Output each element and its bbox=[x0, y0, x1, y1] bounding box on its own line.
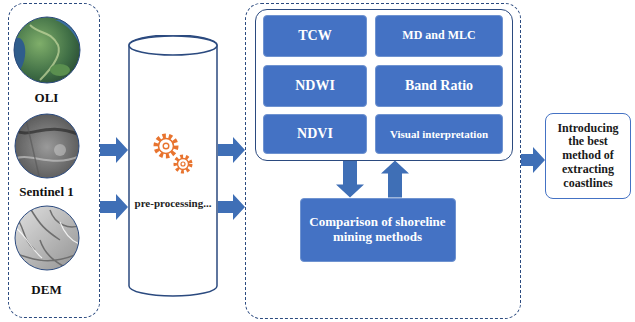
flow-arrow bbox=[381, 161, 409, 198]
gear-hub bbox=[181, 162, 185, 166]
node-label: pre-processing... bbox=[135, 197, 212, 210]
node-label: Visual interpretation bbox=[390, 128, 488, 141]
node-label: DEM bbox=[31, 283, 61, 298]
method-box: TCW bbox=[263, 15, 367, 57]
flow-arrow bbox=[100, 137, 128, 163]
node-label: Introducing the best method of extractin… bbox=[549, 122, 627, 191]
node-label: Band Ratio bbox=[405, 78, 473, 94]
comparison-box: Comparison of shoreline mining methods bbox=[300, 198, 456, 262]
result-box: Introducing the best method of extractin… bbox=[545, 113, 631, 199]
node-label: Sentinel 1 bbox=[19, 185, 74, 200]
gear-body bbox=[159, 139, 174, 154]
image-rim bbox=[14, 17, 80, 83]
preprocessing-cylinder: pre-processing... bbox=[128, 35, 218, 297]
sentinel-image bbox=[10, 110, 84, 184]
gear-teeth bbox=[156, 136, 176, 156]
gear-body bbox=[178, 159, 189, 170]
flow-arrow bbox=[100, 194, 128, 220]
node-label: MD and MLC bbox=[402, 29, 475, 43]
cylinder-top bbox=[129, 36, 217, 55]
node-label: OLI bbox=[35, 91, 59, 106]
methods-panel: TCW MD and MLC NDWI Band RatioNDVI Visual in… bbox=[255, 9, 513, 161]
node-label: TCW bbox=[298, 28, 331, 44]
methods-group: TCW MD and MLC NDWI Band RatioNDVI Visual in… bbox=[245, 3, 521, 319]
cylinder-outline bbox=[128, 35, 218, 297]
node-label: NDVI bbox=[297, 126, 333, 142]
oli-image bbox=[10, 14, 84, 88]
gear-teeth bbox=[176, 157, 191, 172]
image-source: Sentinel 1 bbox=[12, 112, 82, 202]
gear-hub bbox=[163, 143, 169, 149]
node-label: Comparison of shoreline mining methods bbox=[306, 215, 450, 245]
cylinder-body bbox=[129, 35, 217, 296]
method-box: MD and MLC bbox=[375, 15, 503, 57]
flow-arrow bbox=[218, 194, 245, 220]
image-source: OLI bbox=[12, 14, 82, 108]
method-box: NDVI bbox=[263, 114, 367, 154]
method-box: Visual interpretation bbox=[375, 114, 503, 154]
dem-image bbox=[10, 202, 84, 276]
method-box: NDWI bbox=[263, 65, 367, 107]
source-group: OLI Sentinel 1 DEM bbox=[8, 3, 100, 318]
flow-arrow bbox=[336, 161, 364, 198]
image-rim bbox=[15, 206, 79, 270]
image-source: DEM bbox=[12, 204, 82, 300]
flow-arrow bbox=[521, 147, 545, 173]
node-label: NDWI bbox=[295, 78, 335, 94]
image-rim bbox=[15, 114, 79, 178]
method-box: Band Ratio bbox=[375, 65, 503, 107]
flow-arrow bbox=[218, 137, 245, 163]
